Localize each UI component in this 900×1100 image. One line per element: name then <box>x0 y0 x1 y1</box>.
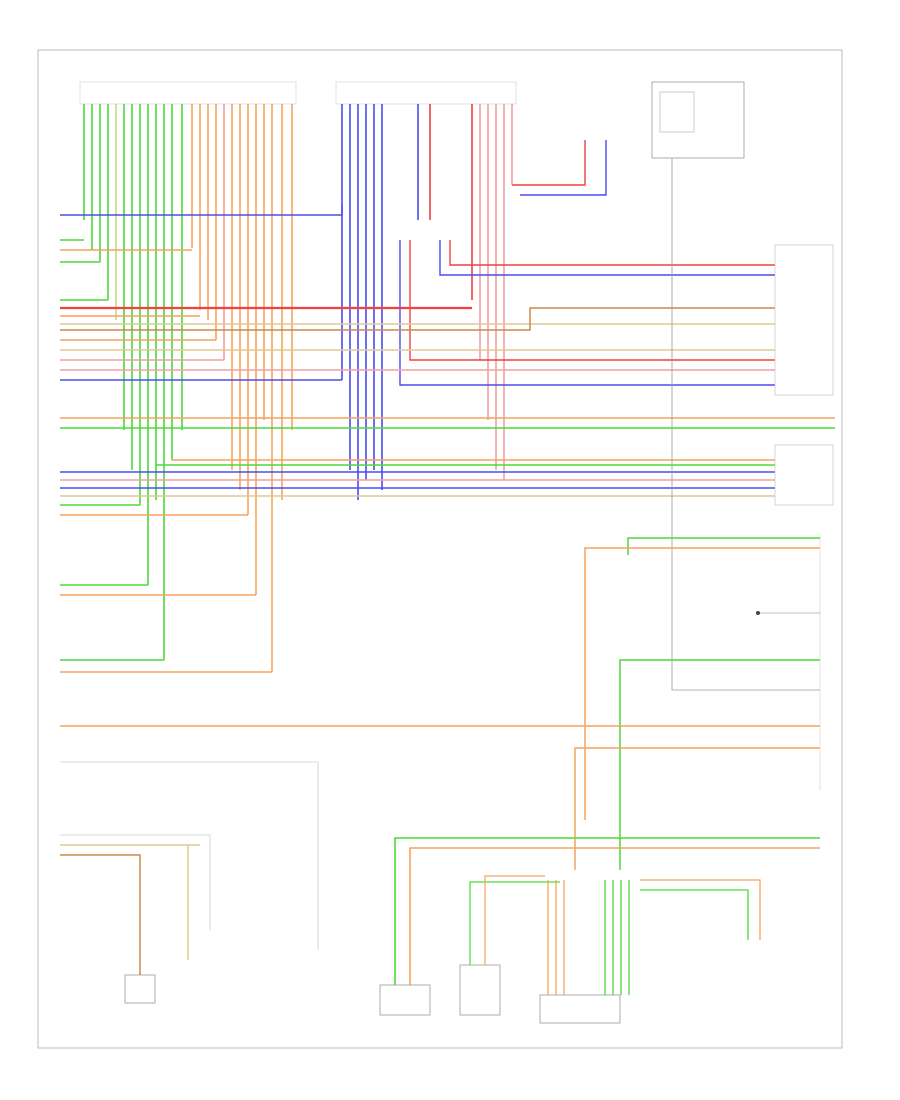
top-cross-wires <box>60 140 775 386</box>
left-dash-connector <box>335 81 517 105</box>
center-console-connector <box>79 81 297 105</box>
instrument-cluster <box>60 535 821 870</box>
relay-box <box>651 81 745 159</box>
upper-harness-wires <box>60 239 775 381</box>
bottom-component-5 <box>459 875 560 1016</box>
middle-harness-wires <box>60 417 835 673</box>
bottom-component-1 <box>124 974 156 1004</box>
lower-gray-wire <box>60 761 319 950</box>
bottom-component-7 <box>640 879 761 940</box>
bottom-component-6 <box>539 880 630 1024</box>
right-side-module-b <box>774 444 834 506</box>
center-console-pins <box>83 104 293 672</box>
multi-purpose-connector <box>394 837 820 985</box>
lower-left-wires <box>60 844 200 975</box>
left-dash-pins <box>341 104 513 500</box>
lower-gray-wire-2 <box>60 834 211 930</box>
left-indicator <box>756 611 820 615</box>
right-side-module-a <box>774 244 834 396</box>
bottom-component-4 <box>379 984 431 1016</box>
diagram-frame <box>37 49 843 1049</box>
